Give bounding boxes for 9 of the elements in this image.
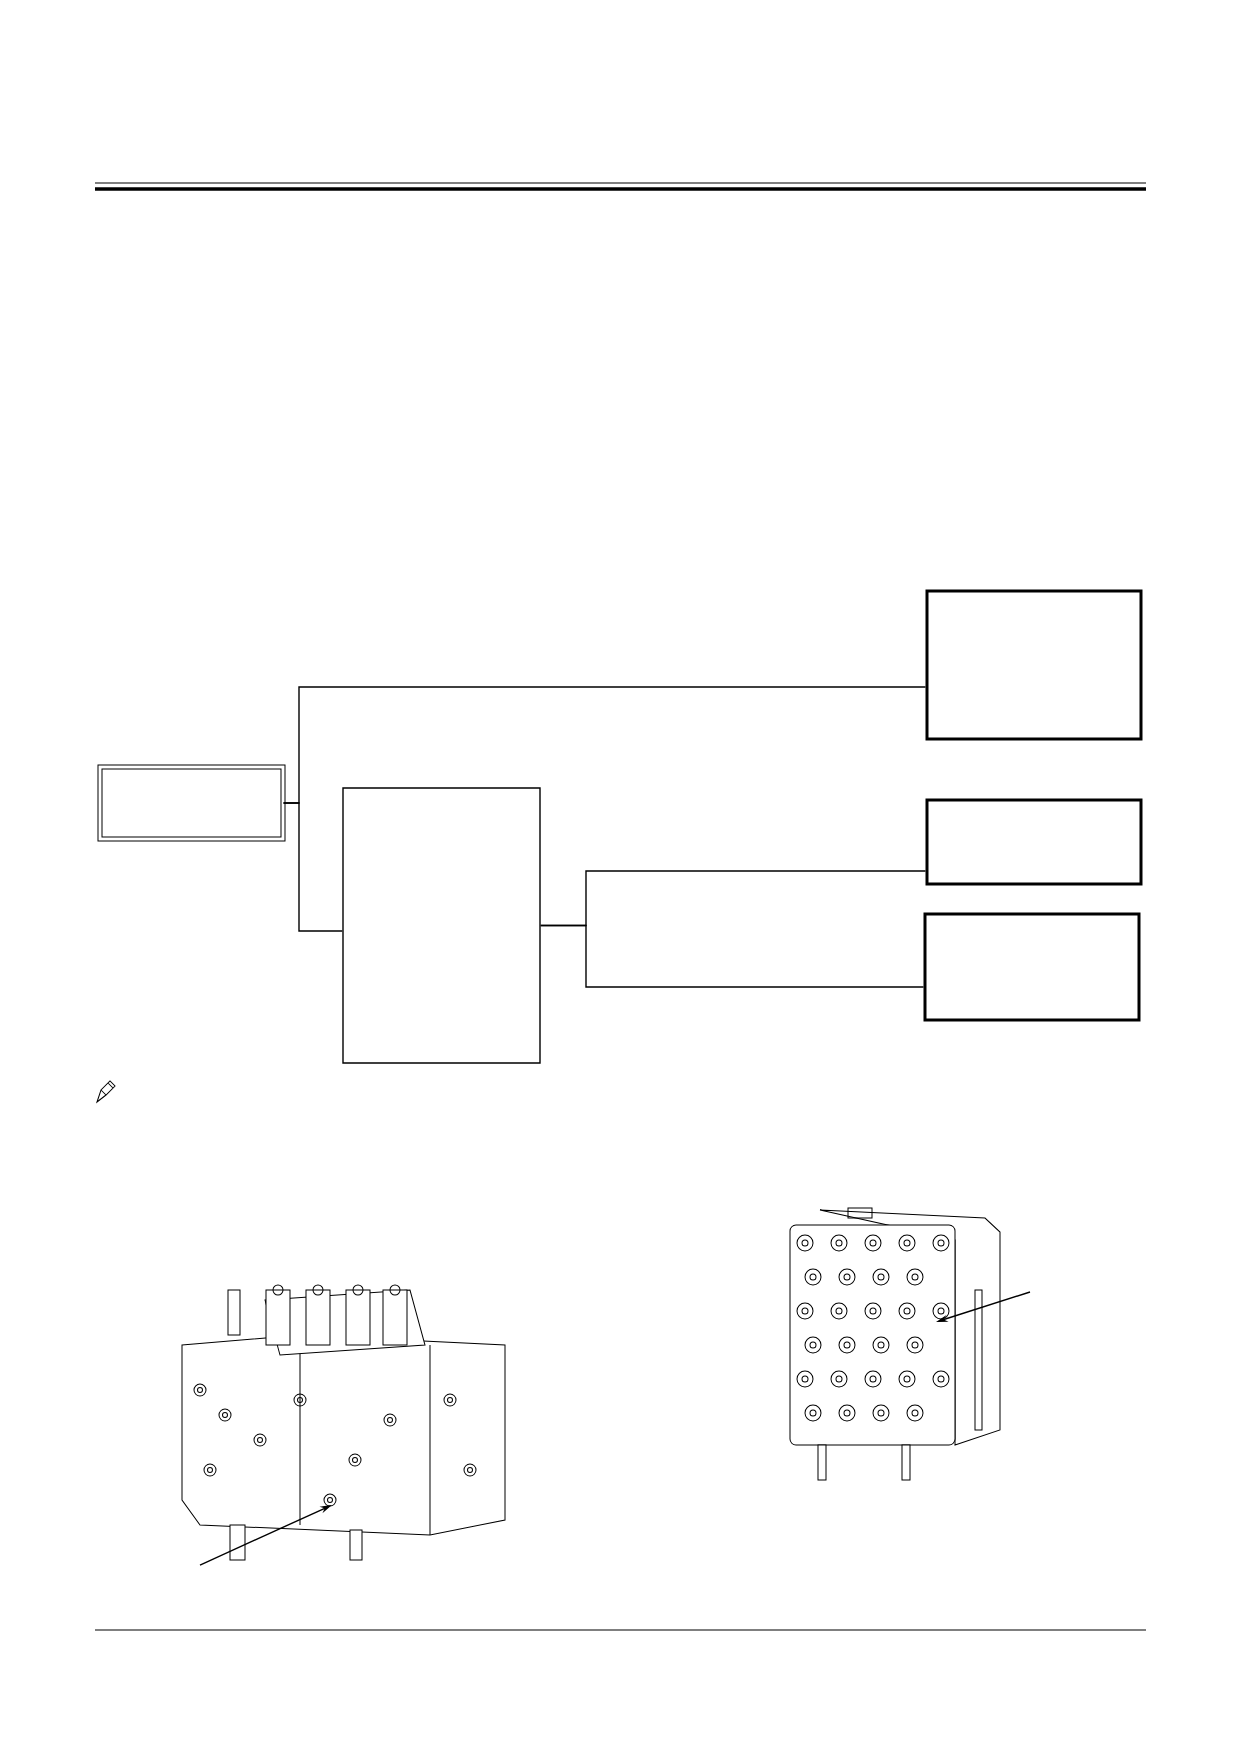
block-box: [925, 589, 1143, 741]
connector-line: [540, 924, 925, 988]
block-box: [925, 798, 1143, 886]
block-box: [97, 764, 286, 842]
connector-line: [282, 802, 343, 932]
block-box: [923, 912, 1141, 1022]
valve-block-drawing: [789, 1207, 1001, 1481]
valve-block-drawing: [181, 1284, 506, 1561]
block-box: [342, 787, 541, 1064]
